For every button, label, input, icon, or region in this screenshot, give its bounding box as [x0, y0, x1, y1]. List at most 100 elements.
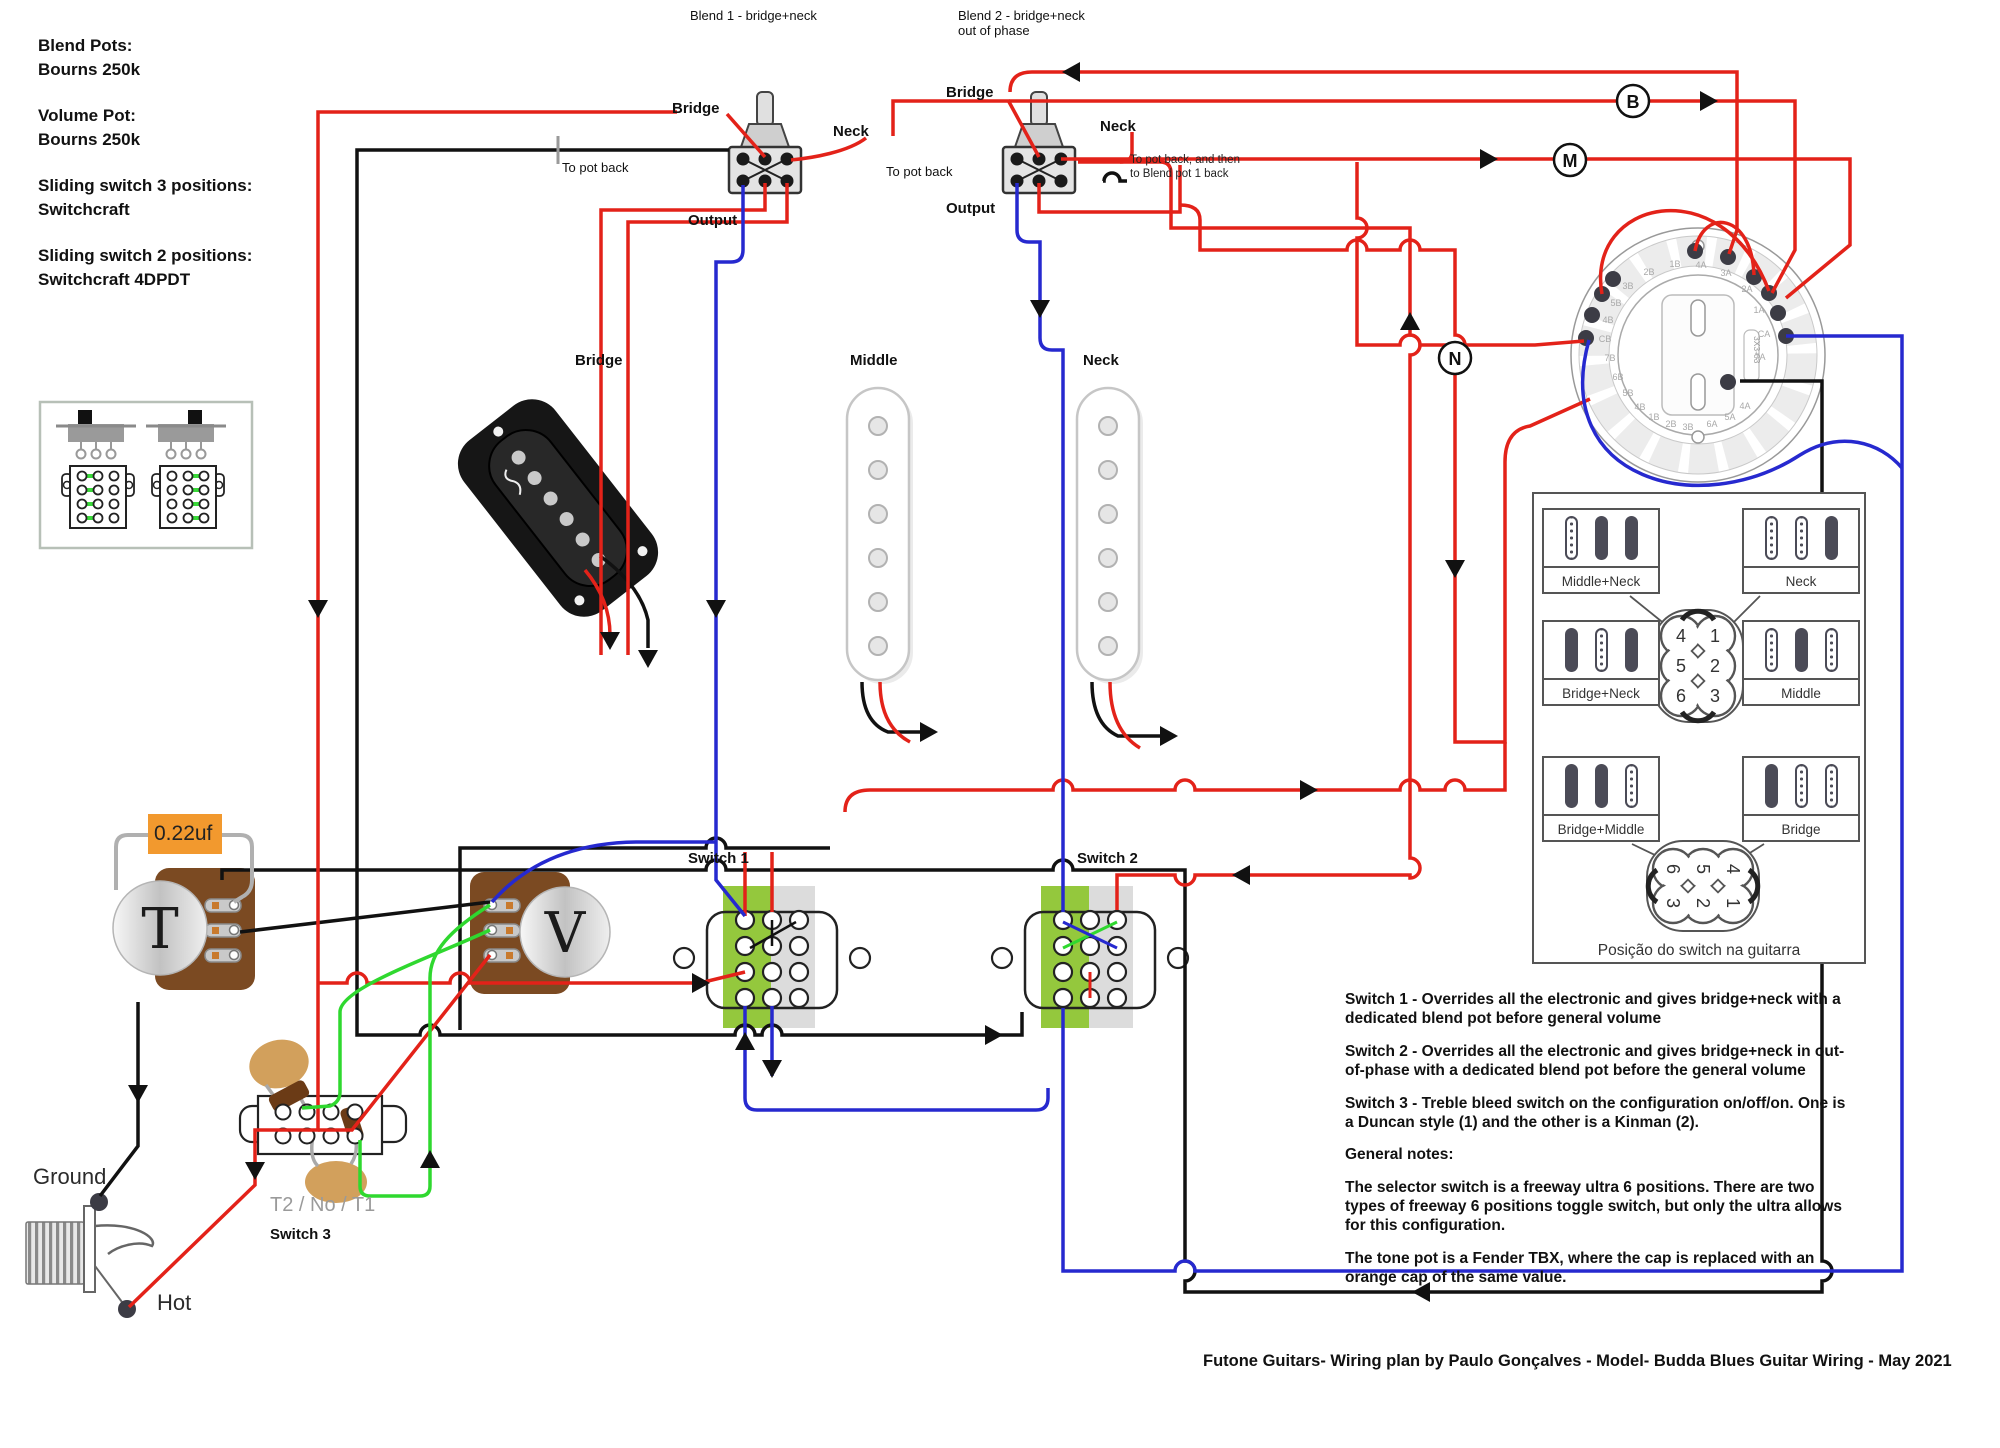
- dpdt-front-views: [61, 465, 225, 529]
- svg-text:4A: 4A: [1739, 401, 1750, 411]
- pickup-bar: [1624, 764, 1638, 808]
- pickup-bar: [1564, 628, 1578, 672]
- spec-switch2-value: Switchcraft 4DPDT: [38, 270, 191, 289]
- pickup-bar: [1564, 764, 1578, 808]
- switch-2: [990, 886, 1190, 1028]
- svg-text:CA: CA: [1758, 329, 1771, 339]
- selector-card-middle: Middle: [1742, 620, 1860, 706]
- notes-block: Switch 1 - Overrides all the electronic …: [1345, 990, 1850, 1301]
- pickup-bar: [1824, 764, 1838, 808]
- ground-label: Ground: [33, 1164, 107, 1189]
- blend1-bridge-label: Bridge: [672, 100, 720, 117]
- specs-block: Blend Pots: Bourns 250k Volume Pot: Bour…: [38, 36, 252, 294]
- selector-position-panel: 41 52 63 Middle+Neck Neck Bridge+Neck: [1532, 492, 1866, 964]
- volume-pot-letter: V: [544, 901, 587, 966]
- note-general-heading: General notes:: [1345, 1146, 1454, 1164]
- slide-switch-side-views: [56, 410, 226, 460]
- capacitor-value-tag: 0.22uf: [148, 814, 222, 854]
- svg-text:2B: 2B: [1665, 419, 1676, 429]
- rotary-brand: FREE-WAY-ULTRA: [0, 0, 90, 2]
- selector-panel-canvas: 41 52 63: [1629, 595, 1765, 962]
- svg-text:CB: CB: [1599, 334, 1612, 344]
- switch3-positions-label: T2 / No / T1: [270, 1194, 376, 1216]
- pickup-bar: [1594, 764, 1608, 808]
- blend2-output-label: Output: [946, 200, 996, 217]
- ground-lug: [90, 1193, 108, 1211]
- svg-text:3B: 3B: [1622, 281, 1633, 291]
- switch1-label: Switch 1: [688, 850, 749, 867]
- middle-pickup: [845, 386, 913, 684]
- spec-blend-pots-value: Bourns 250k: [38, 60, 141, 79]
- volume-pot-lugs: [483, 898, 521, 963]
- note-switch3: Switch 3 - Treble bleed switch on the co…: [1345, 1094, 1846, 1131]
- hot-label: Hot: [157, 1290, 192, 1315]
- neck-pickup-label: Neck: [1083, 352, 1119, 369]
- selector-knob-guitar: [1647, 841, 1759, 931]
- middle-pickup-label: Middle: [850, 352, 898, 369]
- blend1-topotback-left: To pot back: [562, 160, 629, 175]
- node-m: M: [1563, 151, 1578, 171]
- wires-green: [301, 903, 491, 1198]
- tone-pot-lugs: [204, 898, 242, 963]
- blend2-neck-label: Neck: [1100, 118, 1136, 135]
- pickup-bar: [1824, 628, 1838, 672]
- blend2-bridge-label: Bridge: [946, 84, 994, 101]
- svg-text:1B: 1B: [1648, 412, 1659, 422]
- svg-text:6B: 6B: [1612, 372, 1623, 382]
- selector-card-bridge: Bridge: [1742, 756, 1860, 842]
- blend2-title: Blend 2 - bridge+neck: [958, 8, 1085, 23]
- svg-text:3A: 3A: [1720, 268, 1731, 278]
- spec-switch3-value: Switchcraft: [38, 200, 130, 219]
- selector-card-label: Middle+Neck: [1544, 566, 1658, 594]
- selector-card-middle-neck: Middle+Neck: [1542, 508, 1660, 594]
- svg-text:4A: 4A: [1695, 260, 1706, 270]
- pickup-bar: [1794, 628, 1808, 672]
- selector-card-bridge-neck: Bridge+Neck: [1542, 620, 1660, 706]
- svg-text:6A: 6A: [1706, 419, 1717, 429]
- rotary-model: 3X3-03: [1752, 336, 1762, 364]
- blend-pot-2: [1001, 91, 1077, 195]
- spec-switch2-label: Sliding switch 2 positions:: [38, 246, 253, 265]
- selector-card-label: Neck: [1744, 566, 1858, 594]
- selector-card-bridge-middle: Bridge+Middle: [1542, 756, 1660, 842]
- blend2-note: To pot back, and then to Blend pot 1 bac…: [1130, 154, 1240, 180]
- selector-card-label: Bridge+Neck: [1544, 678, 1658, 706]
- svg-text:7B: 7B: [1604, 353, 1615, 363]
- switch3-label: Switch 3: [270, 1226, 331, 1243]
- pickup-bar: [1794, 764, 1808, 808]
- node-n: N: [1449, 349, 1462, 369]
- tone-pot: T: [112, 868, 255, 990]
- blend1-title: Blend 1 - bridge+neck: [690, 8, 817, 23]
- svg-text:1A: 1A: [1753, 305, 1764, 315]
- pickup-bar: [1764, 764, 1778, 808]
- svg-text:5A: 5A: [1724, 412, 1735, 422]
- volume-pot: V: [470, 872, 611, 994]
- svg-text:2B: 2B: [1643, 267, 1654, 277]
- selector-card-label: Middle: [1744, 678, 1858, 706]
- svg-text:5B: 5B: [1622, 388, 1633, 398]
- pickup-bar: [1564, 516, 1578, 560]
- selector-card-label: Bridge+Middle: [1544, 814, 1658, 842]
- selector-card-label: Bridge: [1744, 814, 1858, 842]
- blend2-subtitle: out of phase: [958, 23, 1030, 38]
- wires-blue: [490, 183, 1904, 1273]
- pickup-bar: [1764, 628, 1778, 672]
- selector-caption: Posição do switch na guitarra: [1597, 942, 1801, 959]
- switch2-label: Switch 2: [1077, 850, 1138, 867]
- pickup-bar: [1624, 628, 1638, 672]
- signal-nodes: B M N: [1437, 83, 1651, 376]
- switch-legend: [38, 400, 254, 550]
- spec-blend-pots-label: Blend Pots:: [38, 36, 133, 55]
- bridge-pickup-label: Bridge: [575, 352, 623, 369]
- pickup-bar: [1594, 516, 1608, 560]
- selector-knob-top: [1653, 610, 1743, 722]
- footer-credit: Futone Guitars- Wiring plan by Paulo Gon…: [1203, 1352, 1952, 1370]
- svg-text:3B: 3B: [1682, 422, 1693, 432]
- svg-text:1B: 1B: [1669, 259, 1680, 269]
- tone-pot-letter: T: [141, 897, 178, 962]
- wires-gray: [114, 833, 254, 904]
- note-switch2: Switch 2 - Overrides all the electronic …: [1345, 1042, 1845, 1080]
- note-switch1: Switch 1 - Overrides all the electronic …: [1345, 991, 1841, 1028]
